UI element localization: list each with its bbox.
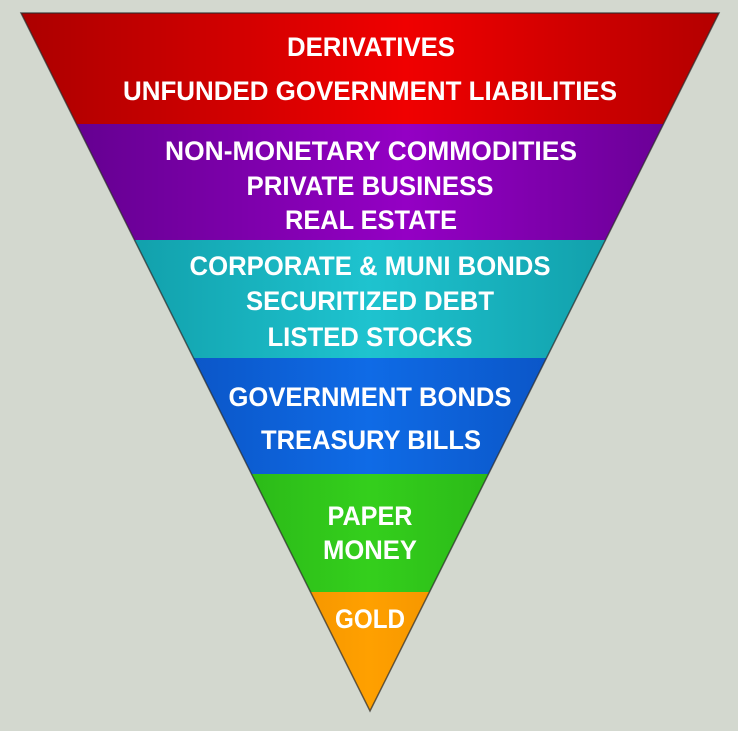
tier-blue-band bbox=[21, 358, 719, 475]
pyramid-outline bbox=[19, 12, 721, 713]
tier-blue-line-1: GOVERNMENT BONDS bbox=[229, 382, 512, 412]
tier-green-band bbox=[21, 474, 719, 593]
tier-orange-line-1: GOLD bbox=[335, 604, 405, 634]
tier-green-line-1: PAPER bbox=[328, 501, 413, 531]
tier-purple-line-1: NON-MONETARY COMMODITIES bbox=[165, 136, 577, 166]
tier-red-band bbox=[21, 13, 719, 125]
tier-blue-line-2: TREASURY BILLS bbox=[261, 425, 481, 455]
tier-green-line-2: MONEY bbox=[323, 535, 417, 565]
tier-teal-line-1: CORPORATE & MUNI BONDS bbox=[190, 251, 551, 281]
tier-purple-line-2: PRIVATE BUSINESS bbox=[247, 171, 494, 201]
tier-teal-line-2: SECURITIZED DEBT bbox=[246, 286, 494, 316]
tier-purple-band bbox=[21, 124, 719, 241]
tier-purple-line-3: REAL ESTATE bbox=[285, 205, 457, 235]
tier-teal-line-3: LISTED STOCKS bbox=[268, 322, 473, 352]
tier-red-line-2: UNFUNDED GOVERNMENT LIABILITIES bbox=[123, 76, 617, 106]
tier-red-line-1: DERIVATIVES bbox=[287, 32, 455, 62]
